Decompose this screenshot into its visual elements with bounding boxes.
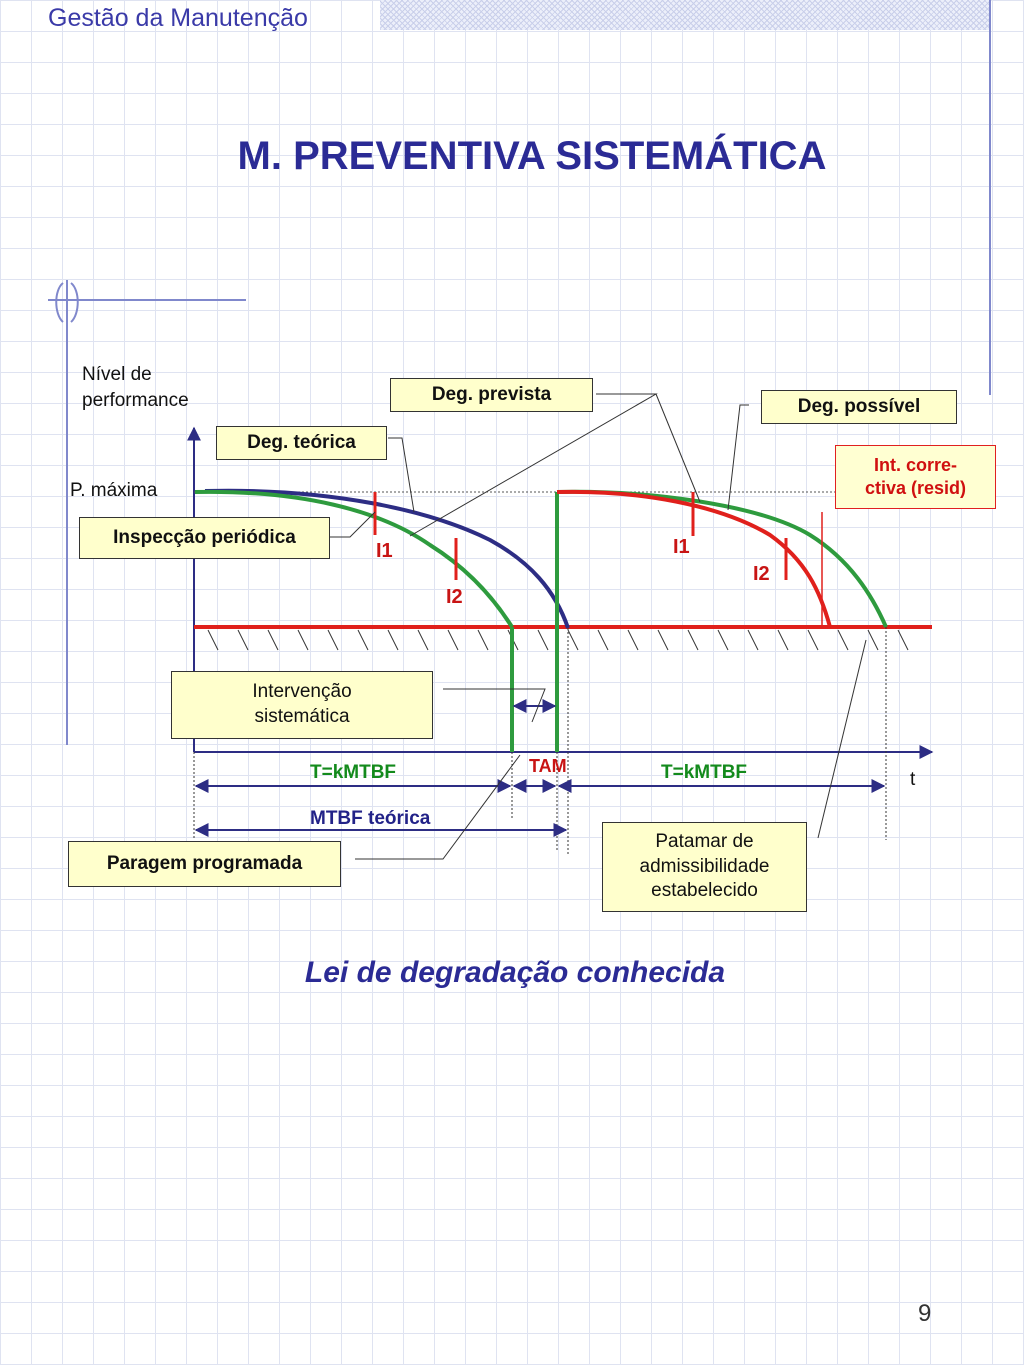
right-rule [989, 0, 991, 395]
t-kmtbf-left-label: T=kMTBF [310, 762, 397, 783]
t-kmtbf-right-label: T=kMTBF [661, 762, 748, 783]
left-rule [66, 280, 68, 745]
header-band [380, 0, 990, 30]
inspeccao-periodica-box: Inspecção periódica [79, 517, 330, 559]
deg-teorica-box: Deg. teórica [216, 426, 387, 460]
mtbf-teorica-label: MTBF teórica [310, 808, 431, 829]
y-axis-label-line1: Nível de [82, 364, 152, 385]
possible-degradation-curve [556, 489, 832, 628]
callout-leaders [330, 393, 867, 860]
page-number: 9 [918, 1300, 932, 1327]
dimension-guides [193, 627, 887, 855]
slide-title: M. PREVENTIVA SISTEMÁTICA [237, 134, 827, 178]
intervencao-line1: Intervenção [252, 681, 352, 703]
deg-possivel-box: Deg. possível [761, 390, 957, 424]
patamar-admissibilidade-box: Patamar de admissibilidade estabelecido [602, 822, 807, 912]
int-corretiva-box: Int. corre- ctiva (resid) [835, 445, 996, 509]
deg-prevista-box: Deg. prevista [390, 378, 593, 412]
left-hrule [48, 299, 246, 301]
label-i1-left: I1 [376, 540, 393, 562]
y-axis-label-line2: performance [82, 390, 189, 411]
paragem-programada-box: Paragem programada [68, 841, 341, 887]
header-title: Gestão da Manutenção [48, 4, 308, 32]
patamar-line3: estabelecido [651, 880, 758, 902]
threshold-hatching [207, 629, 909, 651]
tam-label: TAM [529, 756, 567, 776]
label-i2-left: I2 [446, 586, 463, 608]
patamar-line2: admissibilidade [639, 855, 770, 877]
int-corretiva-line1: Int. corre- [873, 454, 957, 475]
theoretical-degradation-curve [204, 488, 570, 629]
p-max-label: P. máxima [70, 480, 158, 501]
label-i2-right: I2 [753, 563, 770, 585]
int-corretiva-line2: ctiva (resid) [864, 478, 967, 498]
predicted-degradation-curve-left [194, 489, 514, 629]
x-axis-label: t [910, 769, 916, 790]
patamar-line1: Patamar de [655, 830, 754, 852]
intervencao-line2: sistemática [254, 706, 350, 727]
label-i1-right: I1 [673, 536, 690, 558]
slide-caption: Lei de degradação conhecida [304, 956, 726, 989]
intervencao-sistematica-box: Intervenção sistemática [171, 671, 433, 739]
